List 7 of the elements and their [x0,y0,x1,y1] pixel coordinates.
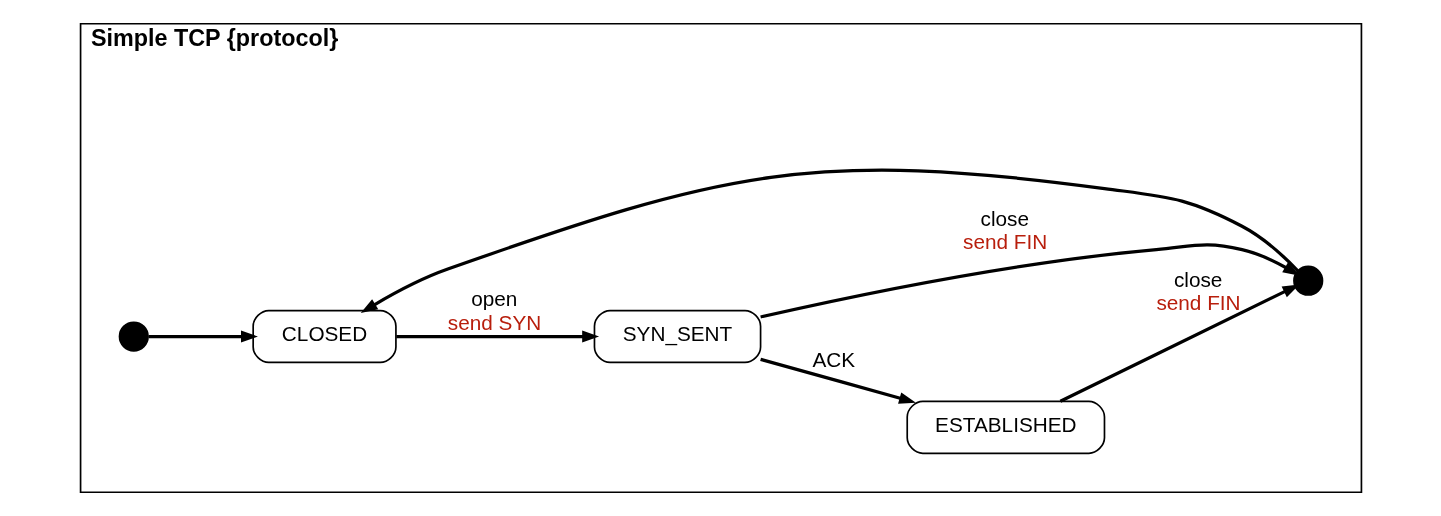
edge-label: ACK [811,348,855,372]
edge-label: open [470,287,517,311]
edge-label: send FIN [962,230,1047,254]
edge-label: close [1173,267,1222,291]
edge-label: close [980,206,1029,230]
edge-label: send SYN [447,310,541,334]
edge-label: send FIN [1155,291,1241,315]
